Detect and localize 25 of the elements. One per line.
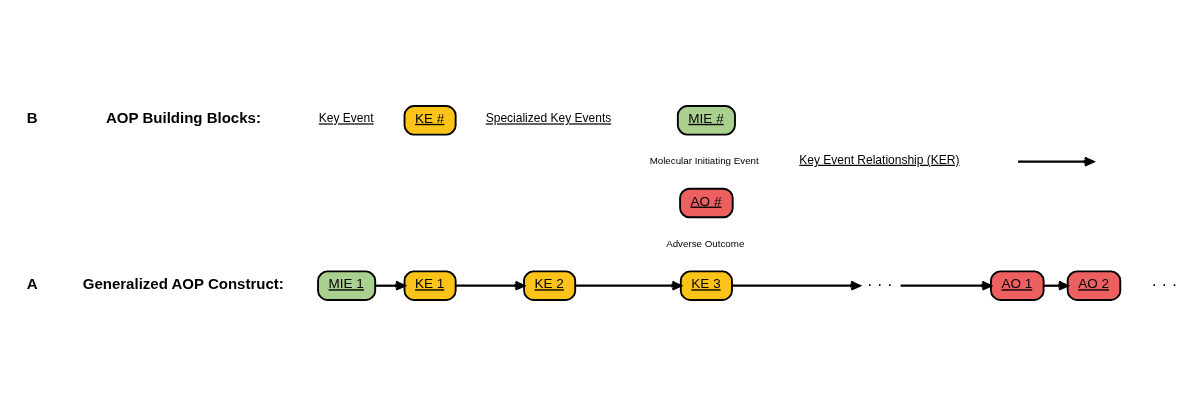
node-box: KE 2 bbox=[523, 270, 577, 301]
node-box: AO 1 bbox=[990, 270, 1045, 301]
arrow bbox=[732, 280, 861, 291]
arrow bbox=[375, 280, 406, 291]
label: Generalized AOP Construct: bbox=[82, 274, 284, 292]
node-box: MIE # bbox=[676, 104, 736, 135]
arrow bbox=[900, 280, 992, 291]
label: · · · bbox=[1151, 274, 1178, 294]
node-box: KE 1 bbox=[403, 270, 457, 301]
node-box: KE 3 bbox=[679, 270, 733, 301]
node-text: · · · bbox=[866, 274, 893, 294]
label: B bbox=[26, 108, 38, 126]
node-box: AO # bbox=[679, 187, 734, 218]
node-box: AO 2 bbox=[1066, 270, 1122, 301]
arrow bbox=[455, 280, 525, 291]
label: Specialized Key Events bbox=[485, 110, 612, 125]
legend-label: Key Event Relationship (KER) bbox=[799, 152, 960, 167]
node-box: MIE 1 bbox=[317, 270, 377, 301]
label: A bbox=[26, 274, 38, 292]
node-label: Molecular Initiating Event bbox=[649, 154, 759, 166]
label: AOP Building Blocks: bbox=[106, 108, 261, 126]
arrow bbox=[575, 280, 682, 291]
label: Key Event bbox=[318, 110, 374, 125]
node-box: KE # bbox=[403, 104, 457, 135]
node-label: Adverse Outcome bbox=[666, 237, 745, 249]
